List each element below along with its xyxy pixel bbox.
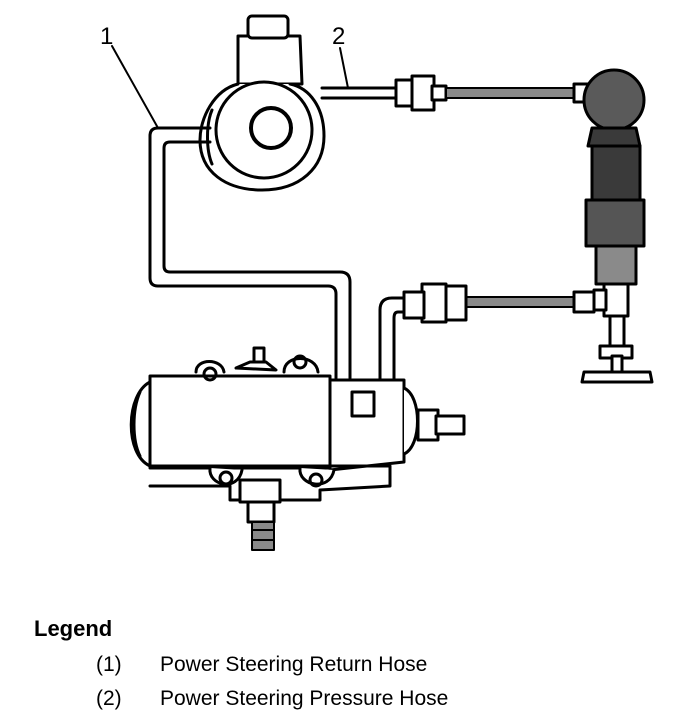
callout-1-leader — [111, 45, 159, 129]
return-hose — [148, 126, 352, 380]
power-steering-pump — [198, 14, 326, 192]
pressure-gauge-valve — [580, 68, 654, 384]
pressure-hose — [320, 74, 592, 112]
callout-2-leader — [339, 47, 349, 89]
callout-1-label: 1 — [100, 23, 113, 50]
legend-item: (2) Power Steering Pressure Hose — [34, 682, 448, 716]
steering-gear — [129, 346, 466, 551]
legend-item: (1) Power Steering Return Hose — [34, 648, 427, 682]
legend-item-number: (2) — [96, 687, 122, 710]
legend-title: Legend — [34, 616, 113, 641]
legend-item-number: (1) — [96, 653, 122, 676]
legend-item-text: Power Steering Pressure Hose — [160, 687, 449, 710]
power-steering-diagram: 1 2 — [100, 14, 654, 551]
legend-item-text: Power Steering Return Hose — [160, 653, 428, 676]
gear-pressure-line — [378, 282, 596, 388]
legend: Legend (1) Power Steering Return Hose (2… — [34, 616, 448, 716]
callout-2-label: 2 — [332, 23, 345, 50]
